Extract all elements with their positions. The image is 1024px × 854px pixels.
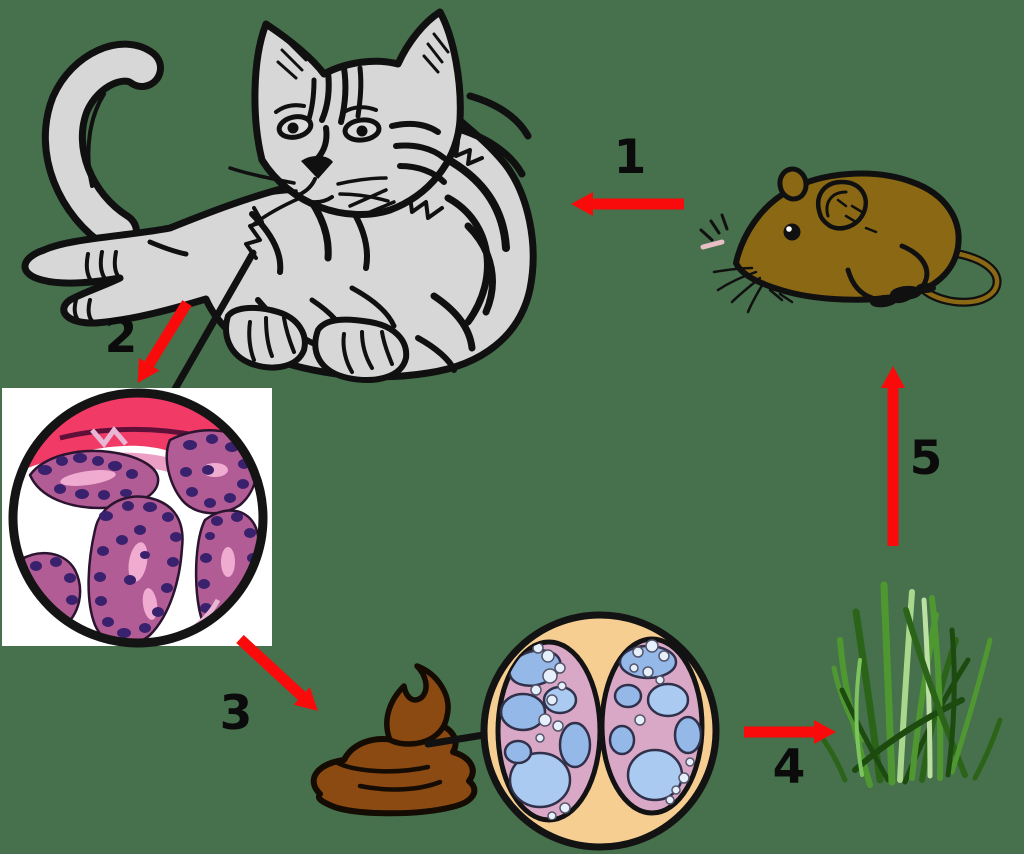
arrow-1-mouse-to-cat xyxy=(571,192,684,216)
grass-icon xyxy=(817,581,1003,788)
arrow-4-feces-to-grass xyxy=(744,720,836,744)
step-arrows xyxy=(137,192,905,744)
mouse-eye xyxy=(783,223,801,241)
arrow-2-cat-to-histology xyxy=(137,300,192,383)
arrow-5-grass-to-mouse xyxy=(881,366,905,546)
cat-histology-callout-line xyxy=(167,249,257,400)
histology-nuclei xyxy=(23,434,259,638)
mouse-fur-ticks xyxy=(836,198,878,234)
arrow-3-histology-to-feces xyxy=(236,634,318,711)
step-3-label: 3 xyxy=(220,686,253,741)
mouse-ear-small xyxy=(777,166,809,202)
cat-eyes xyxy=(274,103,382,143)
mouse-icon xyxy=(699,166,1002,314)
mouse-feet xyxy=(870,283,936,308)
cat-icon xyxy=(21,8,537,383)
cat-front-paw-toes xyxy=(72,250,120,323)
cat-whiskers xyxy=(228,166,396,226)
step-5-label: 5 xyxy=(910,431,943,486)
cat-forehead-stripes xyxy=(305,65,447,185)
feces-oocyst-callout-line xyxy=(424,730,494,748)
mouse-ear-large xyxy=(816,179,868,231)
step-2-label: 2 xyxy=(105,309,138,364)
mouse-whiskers xyxy=(712,266,794,314)
step-1-label: 1 xyxy=(614,130,647,185)
cat-ear-hatching xyxy=(276,32,450,80)
step-4-label: 4 xyxy=(773,740,806,795)
cat-nose xyxy=(301,155,333,179)
oocyst-icon xyxy=(480,611,720,851)
histology-magnifier-ring xyxy=(8,388,268,648)
cat-tail xyxy=(41,40,164,254)
intestine-histology-icon xyxy=(2,388,272,648)
mouse-sniff-marks xyxy=(699,213,729,250)
cat-folded-paws xyxy=(223,304,410,383)
step-labels: 1 2 3 4 5 xyxy=(105,130,943,795)
